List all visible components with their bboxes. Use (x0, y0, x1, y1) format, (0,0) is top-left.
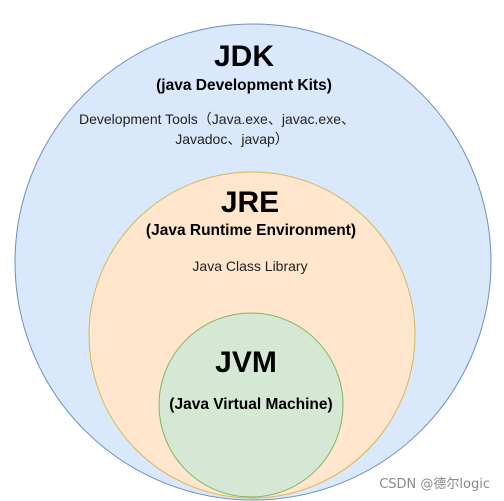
jvm-subtitle: (Java Virtual Machine) (169, 396, 332, 413)
jvm-title: JVM (215, 346, 277, 379)
jvm-circle (158, 312, 344, 498)
jre-title: JRE (221, 186, 279, 219)
jdk-title: JDK (214, 40, 274, 73)
jdk-subtitle: (java Development Kits) (156, 77, 332, 94)
jdk-tools-line1: Development Tools（Java.exe、javac.exe、 (79, 111, 355, 127)
jre-subtitle: (Java Runtime Environment) (146, 222, 356, 239)
jdk-tools-line2: Javadoc、javap） (175, 131, 289, 147)
jre-library: Java Class Library (192, 258, 307, 274)
watermark-text: CSDN @德尔logic (379, 477, 490, 492)
